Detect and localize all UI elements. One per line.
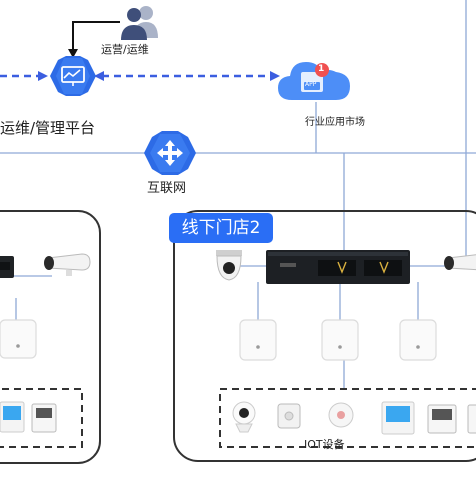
store1-box <box>0 210 101 464</box>
iot-device-label: IOT设备 <box>304 438 345 451</box>
smart-speaker-icon <box>328 402 354 428</box>
wireless-ap-icon <box>321 319 359 361</box>
dome-camera-icon <box>216 250 242 281</box>
users-icon <box>121 6 158 40</box>
monitor-hub-icon <box>50 56 96 96</box>
bullet-camera-icon <box>44 253 91 276</box>
badge-count: 1 <box>318 64 325 74</box>
arrow-head-left <box>38 71 48 81</box>
thermostat-icon <box>0 401 25 433</box>
app-icon-text: APP <box>305 81 317 88</box>
thermostat-icon <box>427 404 457 434</box>
cloud-app-icon <box>278 62 350 100</box>
wireless-ap-icon <box>0 319 37 359</box>
bullet-camera-icon <box>444 254 476 271</box>
arrow-head-platform <box>94 71 104 81</box>
smoke-detector-icon <box>277 403 301 429</box>
store2-title: 线下门店2 <box>169 213 273 243</box>
store2-box <box>173 210 476 462</box>
ops-user-label: 运营/运维 <box>101 43 149 56</box>
iot-device-box <box>219 388 476 448</box>
wireless-ap-icon <box>239 319 277 361</box>
arrow-head-market <box>270 71 280 81</box>
user-arrow <box>72 21 120 50</box>
thermostat-icon <box>381 401 415 435</box>
app-market-label: 行业应用市场 <box>305 117 365 128</box>
wireless-ap-icon <box>399 319 437 361</box>
iot-camera-icon <box>232 401 256 433</box>
network-hub-icon <box>144 131 196 175</box>
thermostat-icon <box>467 404 476 434</box>
platform-label: 运维/管理平台 <box>0 119 96 137</box>
thermostat-icon <box>31 403 57 433</box>
user-arrow-head <box>68 49 78 58</box>
store1-iot-box <box>0 388 83 448</box>
network-switch-icon <box>266 250 410 284</box>
internet-label: 互联网 <box>147 181 187 196</box>
notification-badge <box>315 63 329 77</box>
network-switch-icon <box>0 256 14 278</box>
